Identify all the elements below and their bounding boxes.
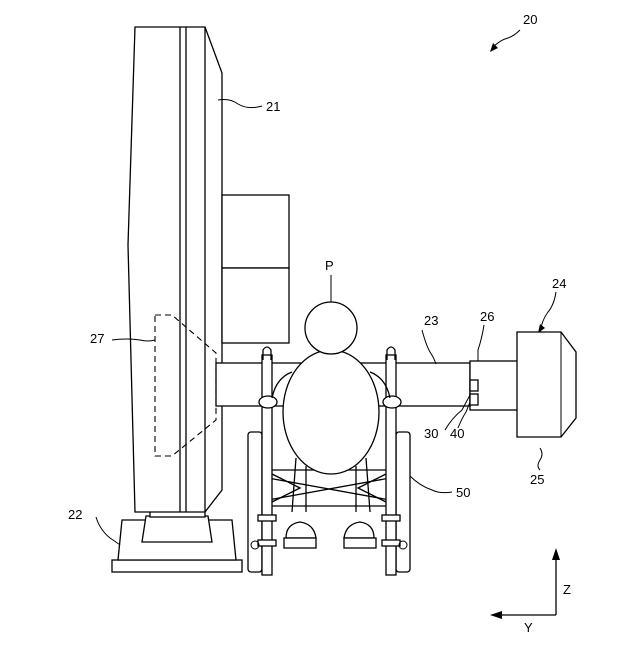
label-21: 21 (266, 99, 280, 114)
label-P: P (325, 258, 334, 273)
label-27: 27 (90, 331, 104, 346)
joint-26 (470, 361, 518, 410)
label-25: 25 (530, 472, 544, 487)
label-50: 50 (456, 485, 470, 500)
label-40: 40 (450, 426, 464, 441)
label-26: 26 (480, 309, 494, 324)
label-22: 22 (68, 507, 82, 522)
label-30: 30 (424, 426, 438, 441)
base-22 (112, 505, 242, 572)
head-24 (517, 332, 576, 437)
patient-P (272, 302, 390, 548)
sensor-30-box (470, 380, 478, 391)
axis-label-z: Z (563, 582, 571, 597)
axis-label-y: Y (524, 620, 533, 635)
label-20: 20 (523, 12, 537, 27)
label-24: 24 (552, 276, 566, 291)
z-arrowhead (552, 548, 560, 560)
sensor-40-box (470, 394, 478, 405)
label-23: 23 (424, 313, 438, 328)
y-arrowhead (490, 611, 502, 619)
axis-indicator (490, 548, 560, 619)
column-21 (128, 27, 222, 512)
mount-boxes (222, 195, 289, 343)
